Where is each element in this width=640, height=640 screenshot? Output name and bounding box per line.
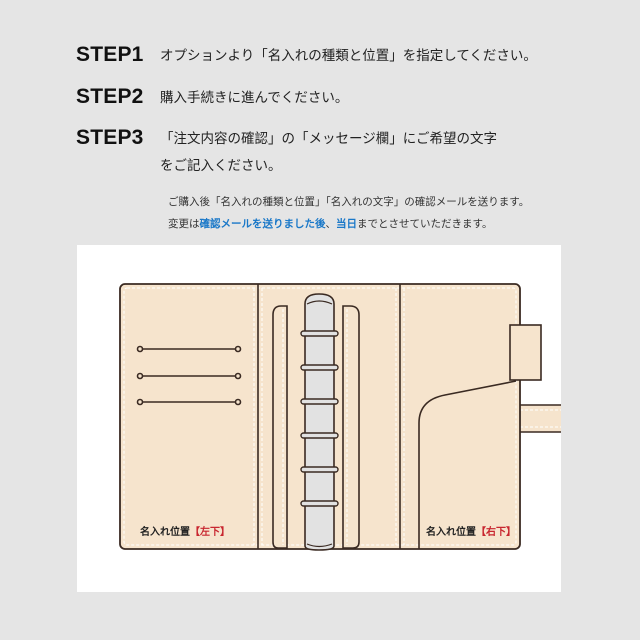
note-highlight-same-day: 当日 [336,218,357,230]
position-bracket-left: 【左下】 [190,527,230,538]
note-change-deadline: 変更は確認メールを送りました後、当日までとさせていただきます。 [168,217,492,231]
step-3: STEP3 「注文内容の確認」の「メッセージ欄」にご希望の文字 をご記入ください… [76,126,497,178]
pen-holders [272,305,360,549]
position-label: 名入れ位置 [426,527,476,538]
ring-binder [300,293,339,551]
planner-illustration [119,283,561,551]
planner-diagram-panel: 名入れ位置【左下】 名入れ位置【右下】 [77,245,561,592]
step-2-text: 購入手続きに進んでください。 [160,85,348,110]
note-highlight-after-email: 確認メールを送りました後 [199,218,326,230]
note-suffix: までとさせていただきます。 [357,218,493,230]
strap [520,404,561,433]
step-3-text-line-2: をご記入ください。 [160,158,282,174]
name-position-bottom-left: 名入れ位置【左下】 [140,523,230,538]
step-2-text-line: 購入手続きに進んでください。 [160,90,349,106]
step-2: STEP2 購入手続きに進んでください。 [76,85,348,110]
step-1-text: オプションより「名入れの種類と位置」を指定してください。 [160,43,537,68]
note-prefix: 変更は [168,218,200,230]
name-position-bottom-right: 名入れ位置【右下】 [426,523,516,538]
note-separator: 、 [325,218,337,230]
step-1-label: STEP1 [76,43,144,66]
step-3-label: STEP3 [76,126,144,149]
note-confirmation-email: ご購入後「名入れの種類と位置」「名入れの文字」の確認メールを送ります。 [168,196,530,208]
step-1-text-line: オプションより「名入れの種類と位置」を指定してください。 [160,48,537,64]
closure-tab [509,324,542,381]
position-bracket-right: 【右下】 [476,527,516,538]
step-1: STEP1 オプションより「名入れの種類と位置」を指定してください。 [76,43,537,68]
card-slots [136,345,242,406]
step-3-text-line-1: 「注文内容の確認」の「メッセージ欄」にご希望の文字 [160,131,497,147]
position-label: 名入れ位置 [140,527,190,538]
step-3-text: 「注文内容の確認」の「メッセージ欄」にご希望の文字 をご記入ください。 [160,126,497,178]
front-pocket [418,380,517,549]
step-2-label: STEP2 [76,85,144,108]
